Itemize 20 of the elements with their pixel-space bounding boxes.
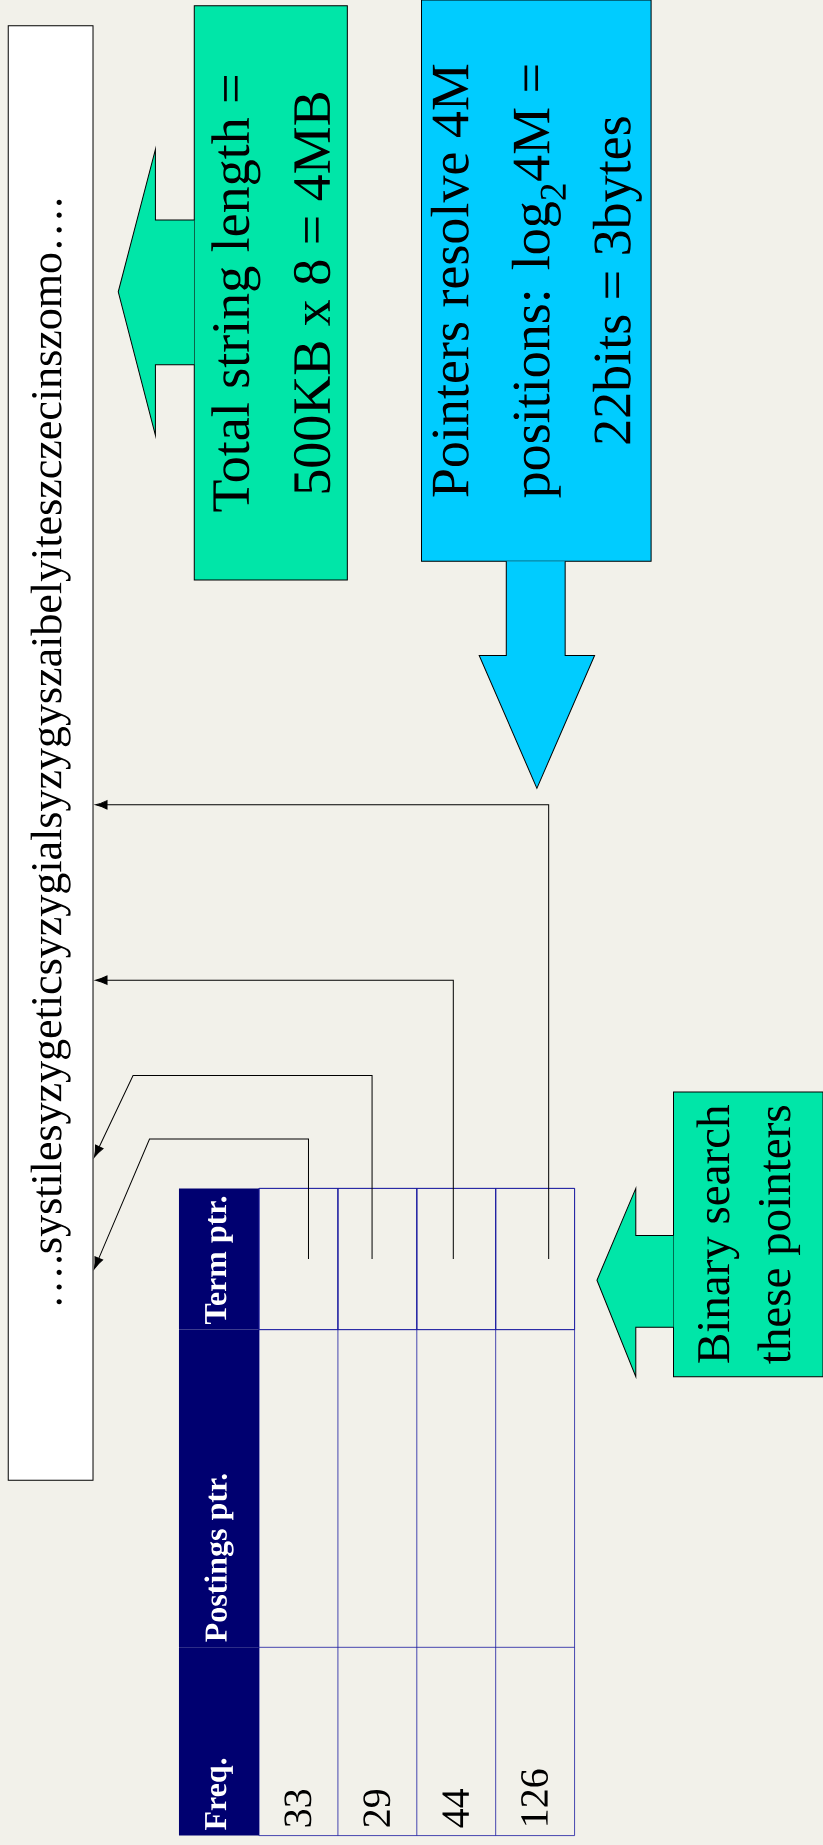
string-box: ….systilesyzygeticsyzygialsyzygyszaibelyiteszczecinszomo…. bbox=[7, 25, 94, 1481]
arrow bbox=[95, 800, 550, 1260]
table-cell bbox=[258, 1188, 339, 1330]
arrow bbox=[93, 1074, 373, 1260]
block-arrow bbox=[596, 1187, 674, 1378]
table-cell: 44 bbox=[442, 1788, 469, 1828]
arrow bbox=[93, 1138, 309, 1270]
table-cell: 29 bbox=[363, 1790, 391, 1827]
arrow bbox=[95, 975, 454, 1260]
table-header-cell: Term ptr. bbox=[178, 1188, 260, 1330]
table-cell: 33 bbox=[284, 1789, 312, 1827]
block-arrow bbox=[117, 148, 195, 436]
table-cell bbox=[337, 1188, 418, 1330]
note-box: Total string length = 500KB x 8 = 4MB bbox=[193, 5, 348, 581]
note-box: Binary search these pointers bbox=[673, 1091, 823, 1378]
table-cell bbox=[495, 1188, 575, 1330]
table-cell bbox=[416, 1188, 497, 1330]
block-arrow bbox=[478, 560, 596, 789]
table-cell: 126 bbox=[521, 1769, 548, 1825]
table-header-cell: Freq. bbox=[178, 1647, 260, 1836]
